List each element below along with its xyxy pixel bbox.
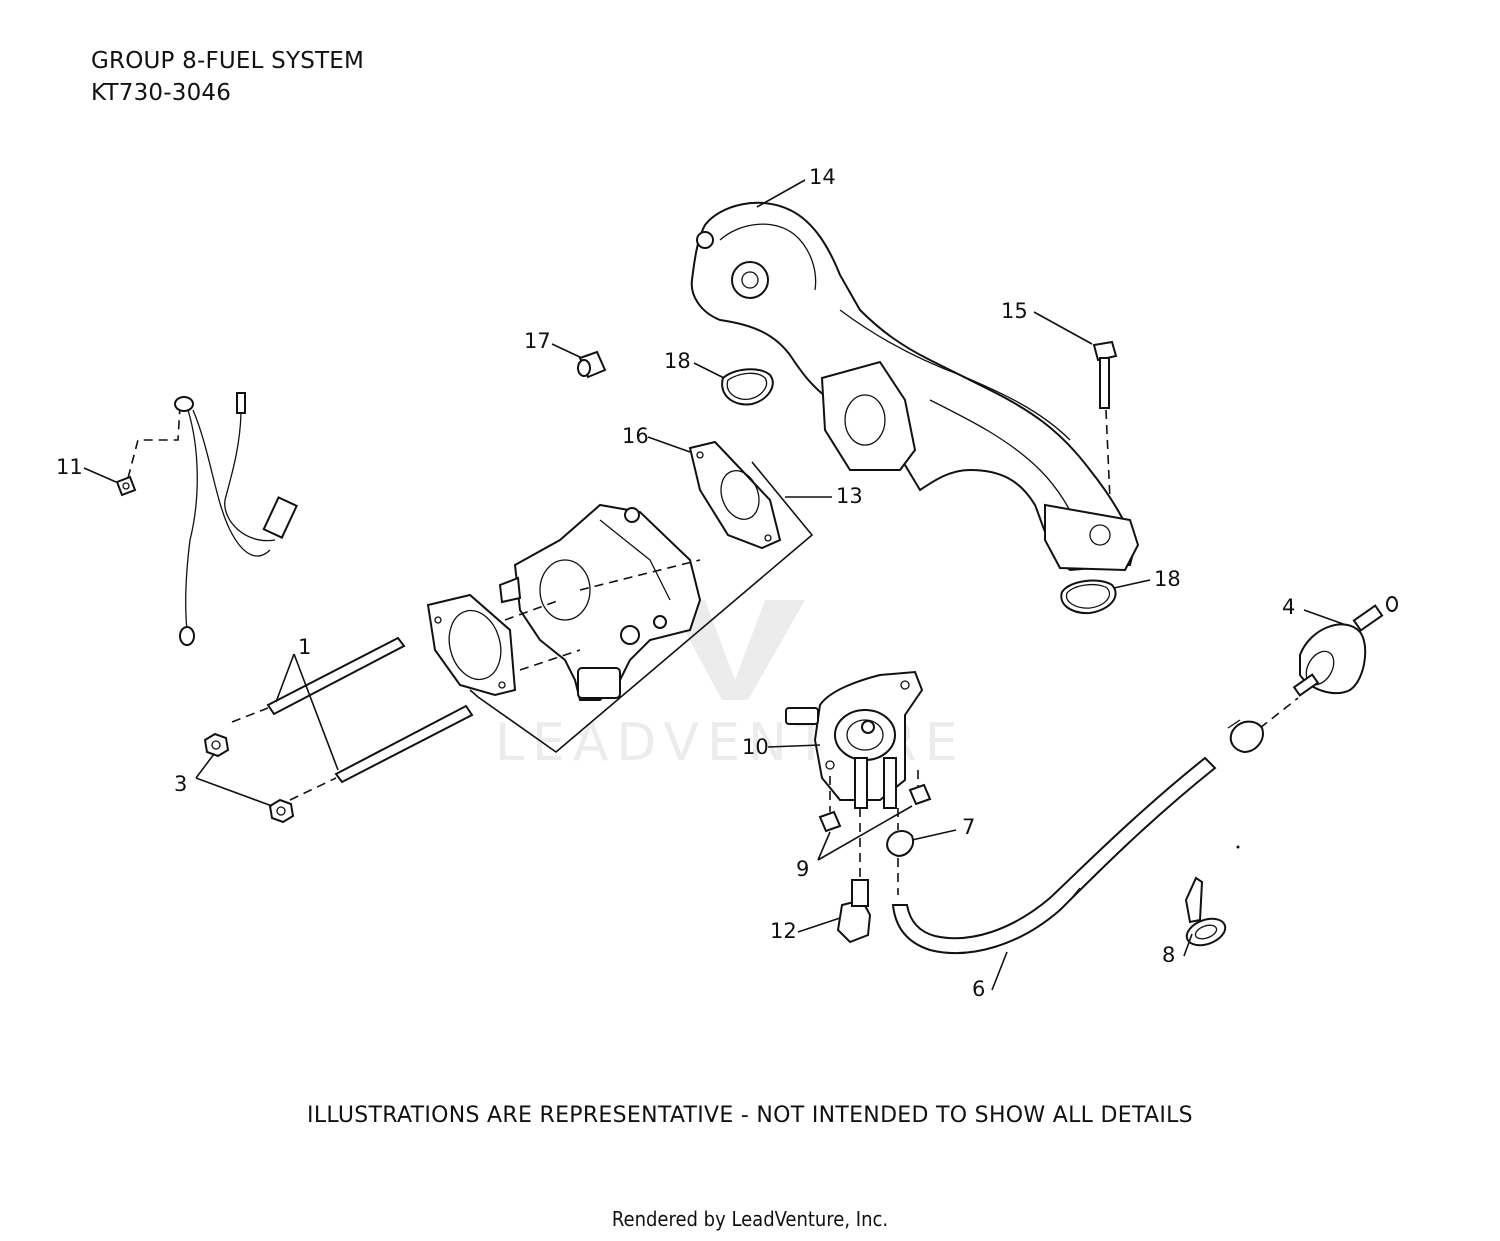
part-3-nut-upper[interactable] bbox=[203, 732, 230, 758]
part-7-clamp[interactable] bbox=[886, 808, 914, 895]
callout-9: 9 bbox=[796, 805, 913, 881]
part-12-elbow-fitting[interactable] bbox=[836, 808, 872, 944]
callout-1: 1 bbox=[275, 635, 339, 771]
svg-text:14: 14 bbox=[809, 165, 836, 189]
hose-clamp-upper[interactable] bbox=[1227, 719, 1264, 754]
rendered-by-credit: Rendered by LeadVenture, Inc. bbox=[611, 1207, 889, 1231]
part-13-carb-gasket[interactable] bbox=[426, 593, 517, 697]
diagram-group-title: GROUP 8-FUEL SYSTEM bbox=[91, 48, 365, 74]
callout-8: 8 bbox=[1162, 933, 1193, 967]
ground-wire-harness[interactable] bbox=[174, 392, 298, 646]
svg-text:18: 18 bbox=[1154, 567, 1181, 591]
diagram-model-code: KT730-3046 bbox=[91, 80, 232, 106]
part-9-screw-right[interactable] bbox=[908, 770, 932, 806]
svg-text:17: 17 bbox=[524, 329, 551, 353]
callout-10: 10 bbox=[742, 735, 821, 759]
part-18-oring-lower[interactable] bbox=[1060, 579, 1117, 615]
part-1-stud-upper[interactable] bbox=[231, 636, 406, 723]
svg-text:10: 10 bbox=[742, 735, 769, 759]
part-9-screw-left[interactable] bbox=[818, 776, 842, 833]
callout-4: 4 bbox=[1282, 595, 1347, 626]
svg-text:1: 1 bbox=[298, 635, 311, 659]
callout-12: 12 bbox=[770, 917, 841, 943]
part-10-fuel-pump[interactable] bbox=[785, 670, 924, 809]
svg-text:9: 9 bbox=[796, 857, 809, 881]
callout-13: 13 bbox=[785, 484, 863, 508]
part-14-intake-manifold[interactable] bbox=[690, 201, 1140, 572]
part-16-gasket[interactable] bbox=[688, 440, 782, 550]
part-13-carburetor[interactable] bbox=[498, 503, 702, 701]
part-15-bolt[interactable] bbox=[1092, 340, 1118, 501]
svg-text:3: 3 bbox=[174, 772, 187, 796]
svg-text:11: 11 bbox=[56, 455, 83, 479]
part-1-stud-lower[interactable] bbox=[289, 704, 474, 801]
svg-text:8: 8 bbox=[1162, 943, 1175, 967]
callout-18-upper: 18 bbox=[664, 349, 725, 379]
svg-text:4: 4 bbox=[1282, 595, 1295, 619]
disclaimer-text: ILLUSTRATIONS ARE REPRESENTATIVE - NOT I… bbox=[307, 1103, 1193, 1128]
callout-17: 17 bbox=[524, 329, 583, 359]
svg-text:15: 15 bbox=[1001, 299, 1028, 323]
svg-text:16: 16 bbox=[622, 424, 649, 448]
part-18-oring-upper[interactable] bbox=[721, 368, 774, 406]
part-3-nut-lower[interactable] bbox=[268, 798, 295, 824]
callout-15: 15 bbox=[1001, 299, 1093, 345]
part-13-kit-bracket bbox=[469, 461, 814, 754]
stray-mark bbox=[1236, 845, 1240, 849]
svg-text:18: 18 bbox=[664, 349, 691, 373]
part-4-fuel-filter[interactable] bbox=[1292, 596, 1398, 697]
svg-text:7: 7 bbox=[962, 815, 975, 839]
callout-14: 14 bbox=[756, 165, 836, 208]
part-6-fuel-hose[interactable] bbox=[891, 756, 1217, 954]
callout-6: 6 bbox=[972, 951, 1008, 1001]
part-8-hose-clip[interactable] bbox=[1183, 876, 1229, 950]
callout-11: 11 bbox=[56, 455, 117, 483]
callout-7: 7 bbox=[911, 815, 975, 841]
callout-3: 3 bbox=[174, 753, 273, 807]
svg-text:6: 6 bbox=[972, 977, 985, 1001]
callout-16: 16 bbox=[622, 424, 691, 453]
svg-text:12: 12 bbox=[770, 919, 797, 943]
part-11-screw[interactable] bbox=[115, 404, 181, 497]
callout-18-lower: 18 bbox=[1113, 567, 1181, 591]
svg-text:13: 13 bbox=[836, 484, 863, 508]
part-17-sleeve[interactable] bbox=[577, 350, 607, 379]
